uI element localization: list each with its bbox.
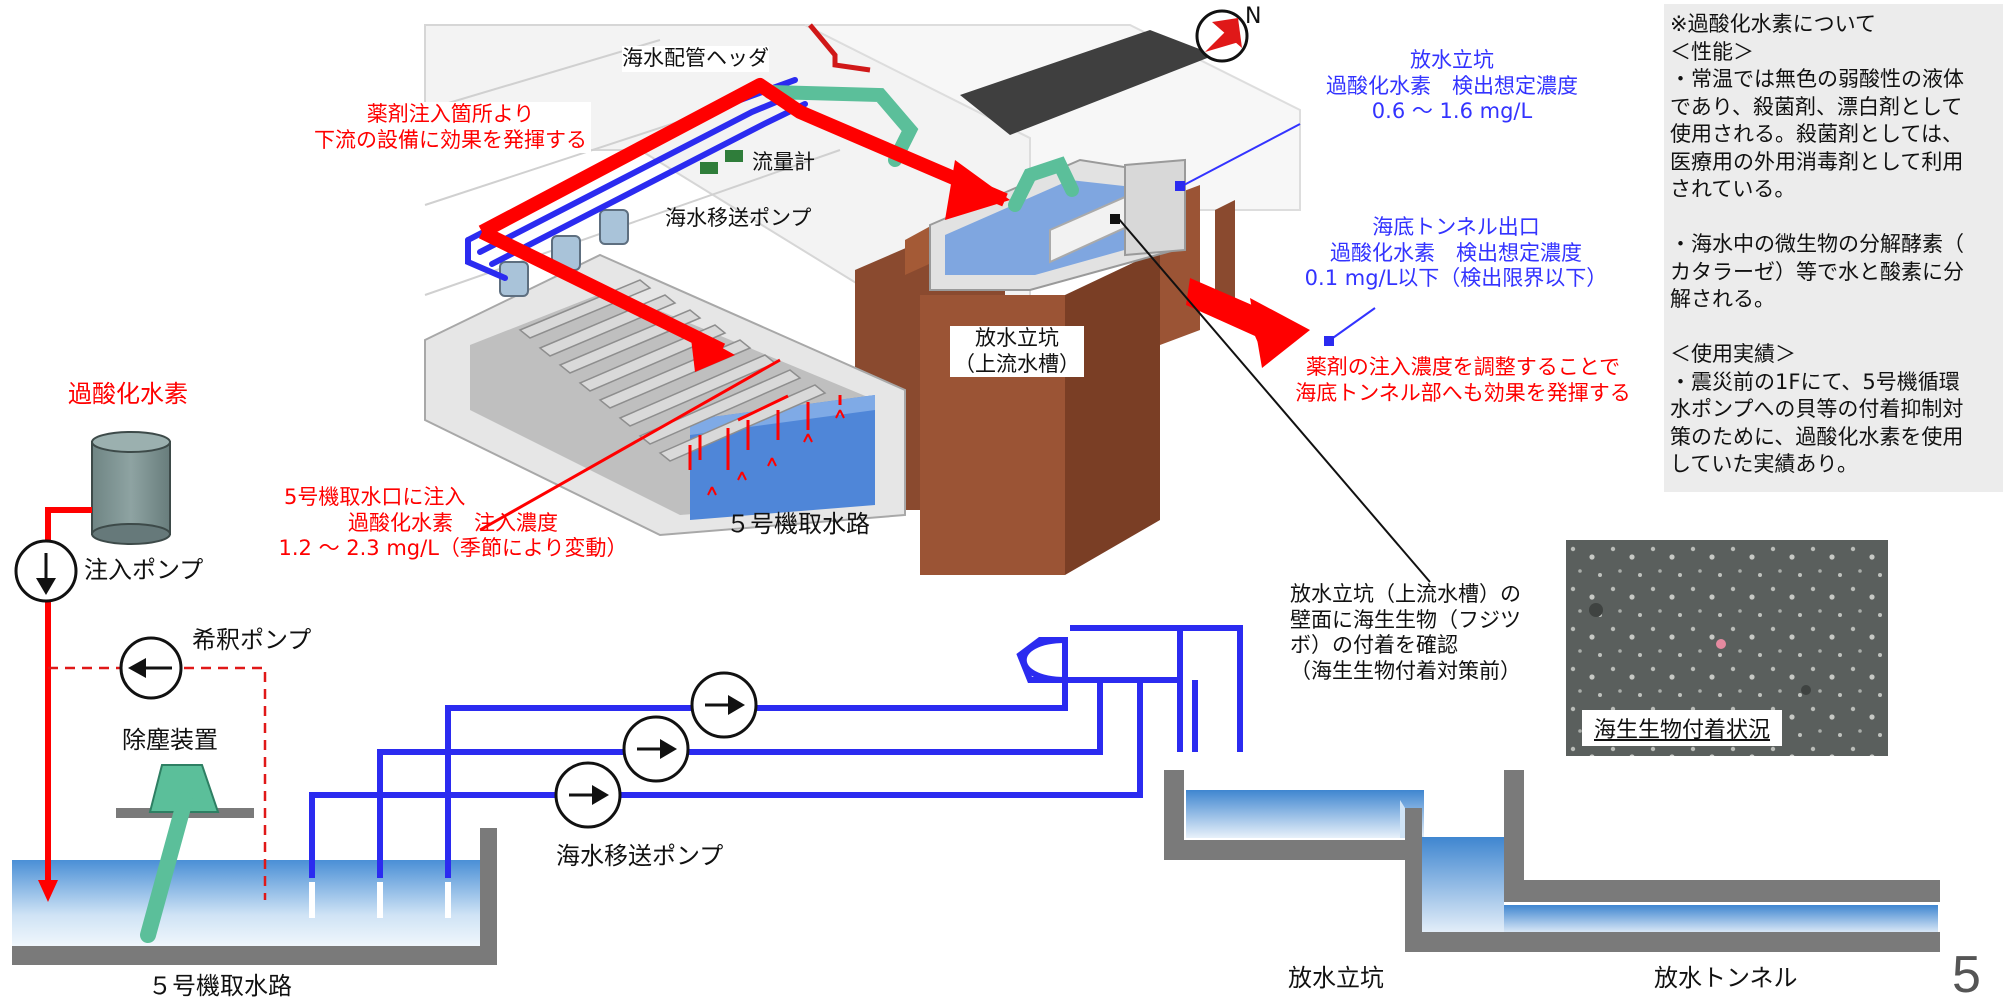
page-number: 5 [1952,946,1981,1004]
barnacle-note-line2: 壁面に海生生物（フジツ [1290,607,1521,632]
tunnel-effect-note-line1: 薬剤の注入濃度を調整することで [1305,355,1621,379]
iso-intake-label: ５号機取水路 [726,510,870,538]
iso-shaft-label: 放水立坑 （上流水槽） [950,326,1084,378]
injection-note-value: 1.2 ～ 2.3 mg/L（季節により変動） [278,536,628,561]
info-box-line: 解される。 [1670,287,1775,311]
injection-note: 5号機取水口に注入 過酸化水素 注入濃度 1.2 ～ 2.3 mg/L（季節によ… [258,485,648,562]
info-box-line: ・震災前の1Fにて、5号機循環 [1670,369,1960,394]
tunnel-effect-note: 薬剤の注入濃度を調整することで 海底トンネル部へも効果を発揮する [1268,355,1658,406]
barnacle-photo: 海生生物付着状況 [1566,540,1888,756]
transfer-pump-label: 海水移送ポンプ [556,842,724,870]
dilution-pump-icon [119,636,183,700]
shaft-concentration-title: 放水立坑 [1410,48,1494,72]
injection-leader-line [479,358,781,532]
barnacle-note-line3: ボ）の付着を確認 [1290,633,1458,658]
dust-remover-label: 除塵装置 [122,726,218,754]
schematic-shaft-label: 放水立坑 [1288,964,1384,992]
injection-note-title: 5号機取水口に注入 [284,485,466,509]
info-box-line: 水ポンプへの貝等の付着抑制対 [1670,397,1964,421]
info-box-line: ＜使用実績＞ [1670,342,1796,366]
peroxide-tank-icon [91,431,171,545]
north-arrow-icon [1195,9,1249,63]
schematic-view [12,431,1940,965]
injection-note-sub: 過酸化水素 注入濃度 [348,510,558,535]
header-pipe-label: 海水配管ヘッダ [622,46,769,72]
tunnel-concentration-note: 海底トンネル出口 過酸化水素 検出想定濃度 0.1 mg/L以下（検出限界以下） [1286,215,1626,292]
schematic-tunnel-label: 放水トンネル [1654,964,1798,992]
effect-note-line2: 下流の設備に効果を発揮する [314,127,587,152]
info-box-line: であり、殺菌剤、漂白剤として [1670,94,1963,119]
chemical-label: 過酸化水素 [68,380,188,408]
injection-pump-icon [14,539,78,603]
tunnel-effect-note-line2: 海底トンネル部へも効果を発揮する [1295,380,1631,405]
iso-shaft-label-line2: （上流水槽） [954,351,1080,376]
iso-shaft-label-line1: 放水立坑 [975,326,1059,350]
barnacle-note: 放水立坑（上流水槽）の 壁面に海生生物（フジツ ボ）の付着を確認 （海生生物付着… [1290,582,1521,684]
iso-transfer-pump-label: 海水移送ポンプ [665,206,812,230]
isometric-plant-view [424,23,1310,575]
shaft-concentration-note: 放水立坑 過酸化水素 検出想定濃度 0.6 ～ 1.6 mg/L [1302,48,1602,125]
tunnel-concentration-sub: 過酸化水素 検出想定濃度 [1330,240,1582,265]
info-box-line: 使用される。殺菌剤としては、 [1670,122,1963,146]
shaft-concentration-value: 0.6 ～ 1.6 mg/L [1371,99,1533,124]
shaft-leader-line [1181,123,1301,187]
barnacle-note-line4: （海生生物付着対策前） [1290,658,1521,683]
peroxide-info-box: ※過酸化水素について ＜性能＞ ・常温では無色の弱酸性の液体であり、殺菌剤、漂白剤と… [1664,4,2003,492]
transfer-pump-icon [554,671,758,829]
photo-caption: 海生生物付着状況 [1582,710,1783,746]
info-box-line: カタラーゼ）等で水と酸素に分 [1670,259,1964,284]
info-box-line: ・海水中の微生物の分解酵素（ [1670,232,1964,256]
shaft-concentration-sub: 過酸化水素 検出想定濃度 [1326,73,1578,98]
info-box-line: ※過酸化水素について [1670,12,1876,36]
info-box-line: していた実績あり。 [1670,452,1858,476]
injection-pump-label: 注入ポンプ [84,556,204,584]
effect-note: 薬剤注入箇所より 下流の設備に効果を発揮する [310,102,591,154]
dilution-pump-label: 希釈ポンプ [192,626,312,654]
flowmeter-label: 流量計 [752,150,815,174]
barnacle-leader-line [1117,217,1431,583]
tunnel-leader-line [1329,307,1376,341]
info-box-line: ・常温では無色の弱酸性の液体 [1670,67,1964,91]
info-box-line: されている。 [1670,177,1796,201]
north-label: N [1245,4,1262,29]
tunnel-concentration-value: 0.1 mg/L以下（検出限界以下） [1304,266,1608,291]
effect-note-line1: 薬剤注入箇所より [366,102,535,126]
info-box-line: 医療用の外用消毒剤として利用 [1670,149,1964,174]
info-box-line: 策のために、過酸化水素を使用 [1670,424,1964,449]
barnacle-note-line1: 放水立坑（上流水槽）の [1290,582,1521,606]
tunnel-concentration-title: 海底トンネル出口 [1372,215,1540,239]
info-box-line: ＜性能＞ [1670,39,1754,64]
schematic-intake-label: ５号機取水路 [148,972,292,1000]
